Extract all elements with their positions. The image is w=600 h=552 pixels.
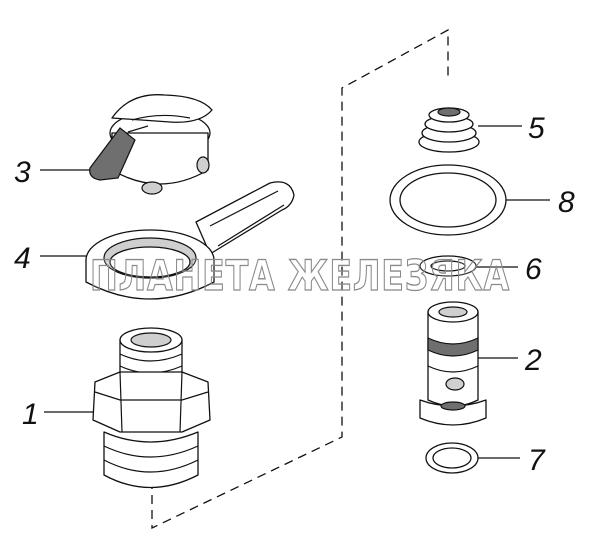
callout-3: 3 [14,156,31,189]
part-small-washer [419,255,477,277]
callout-5: 5 [528,112,545,145]
watermark-text: ПЛАНЕТА ЖЕЛЕЗЯКА [90,251,510,300]
callout-6: 6 [525,253,542,286]
callout-8: 8 [558,186,575,219]
part-large-o-ring [389,164,507,236]
callout-1: 1 [22,398,39,431]
part-valve-stem [419,301,487,426]
part-strap-ring [85,181,295,300]
part-spring [418,107,480,153]
part-cap [89,94,213,195]
callout-7: 7 [528,444,546,477]
part-hex-fitting [92,327,211,489]
assembly-boundary-dashed [151,28,449,530]
callout-2: 2 [524,344,542,377]
callout-4: 4 [14,242,31,275]
part-small-o-ring [425,442,479,474]
